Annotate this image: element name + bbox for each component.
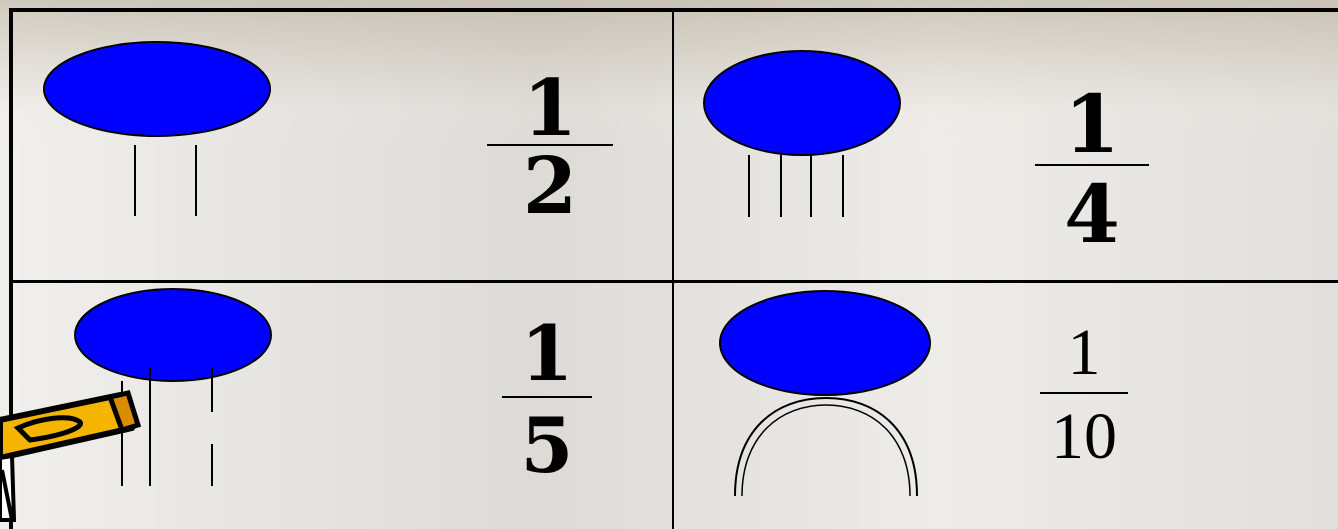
fraction-one-tenth: 1 10 [1040, 320, 1128, 470]
cell-top-right-shape [704, 51, 900, 217]
blue-ellipse [44, 42, 270, 136]
arch-outer [735, 398, 917, 496]
fraction-one-quarter: 1 4 [1035, 84, 1149, 254]
blue-ellipse [75, 289, 271, 381]
cell-bottom-right-shape [720, 291, 930, 496]
fraction-bar [1040, 392, 1128, 394]
fraction-denominator: 10 [1040, 404, 1128, 470]
cell-top-left-shape [44, 42, 270, 216]
fraction-numerator: 1 [487, 70, 613, 148]
pencil-icon [0, 393, 138, 520]
fraction-denominator: 4 [1035, 174, 1149, 254]
fraction-one-half: 1 2 [487, 70, 613, 226]
arch-inner [742, 405, 910, 496]
fraction-denominator: 2 [487, 148, 613, 226]
fraction-numerator: 1 [1040, 320, 1128, 386]
cell-bottom-left-shape [75, 289, 271, 486]
fraction-numerator: 1 [1035, 84, 1149, 164]
fraction-denominator: 5 [502, 408, 592, 484]
blue-ellipse [720, 291, 930, 395]
fraction-numerator: 1 [502, 316, 592, 392]
blue-ellipse [704, 51, 900, 155]
fraction-one-fifth: 1 5 [502, 316, 592, 484]
